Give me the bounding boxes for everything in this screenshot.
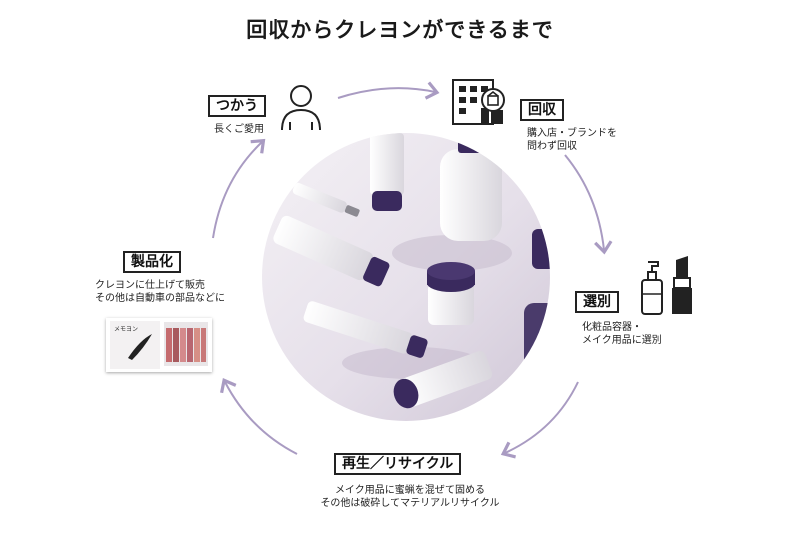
crayon-box-brand: メモヨン (114, 326, 139, 333)
crayon-box-image: メモヨン (106, 318, 212, 372)
step-recycle-label: 再生／リサイクル (334, 453, 462, 475)
arrow-sort-to-recycle (500, 381, 579, 459)
cosmetics-photo (262, 133, 550, 421)
lipstick-icon (672, 256, 692, 314)
page-title: 回収からクレヨンができるまで (246, 18, 554, 42)
step-collect-label: 回収 (520, 99, 564, 121)
store-building-icon (452, 79, 505, 125)
step-use-label: つかう (208, 95, 266, 117)
step-product-label: 製品化 (123, 251, 181, 273)
step-recycle-desc: メイク用品に蜜蝋を混ぜて固める その他は破砕してマテリアルリサイクル (320, 485, 500, 509)
pump-bottle-icon (641, 261, 663, 315)
step-collect-desc: 購入店・ブランドを 問わず回収 (527, 128, 617, 152)
step-sort-label: 選別 (575, 291, 619, 313)
arrow-product-to-use (212, 138, 266, 239)
arrow-collect-to-sort (564, 154, 613, 255)
step-use-desc: 長くご愛用 (214, 124, 264, 135)
arrow-use-to-collect (337, 81, 440, 100)
person-icon (281, 85, 321, 131)
step-sort-desc: 化粧品容器・ メイク用品に選別 (582, 322, 662, 346)
step-product-desc: クレヨンに仕上げて販売 その他は自動車の部品などに (95, 280, 225, 304)
arrow-recycle-to-product (220, 377, 298, 455)
